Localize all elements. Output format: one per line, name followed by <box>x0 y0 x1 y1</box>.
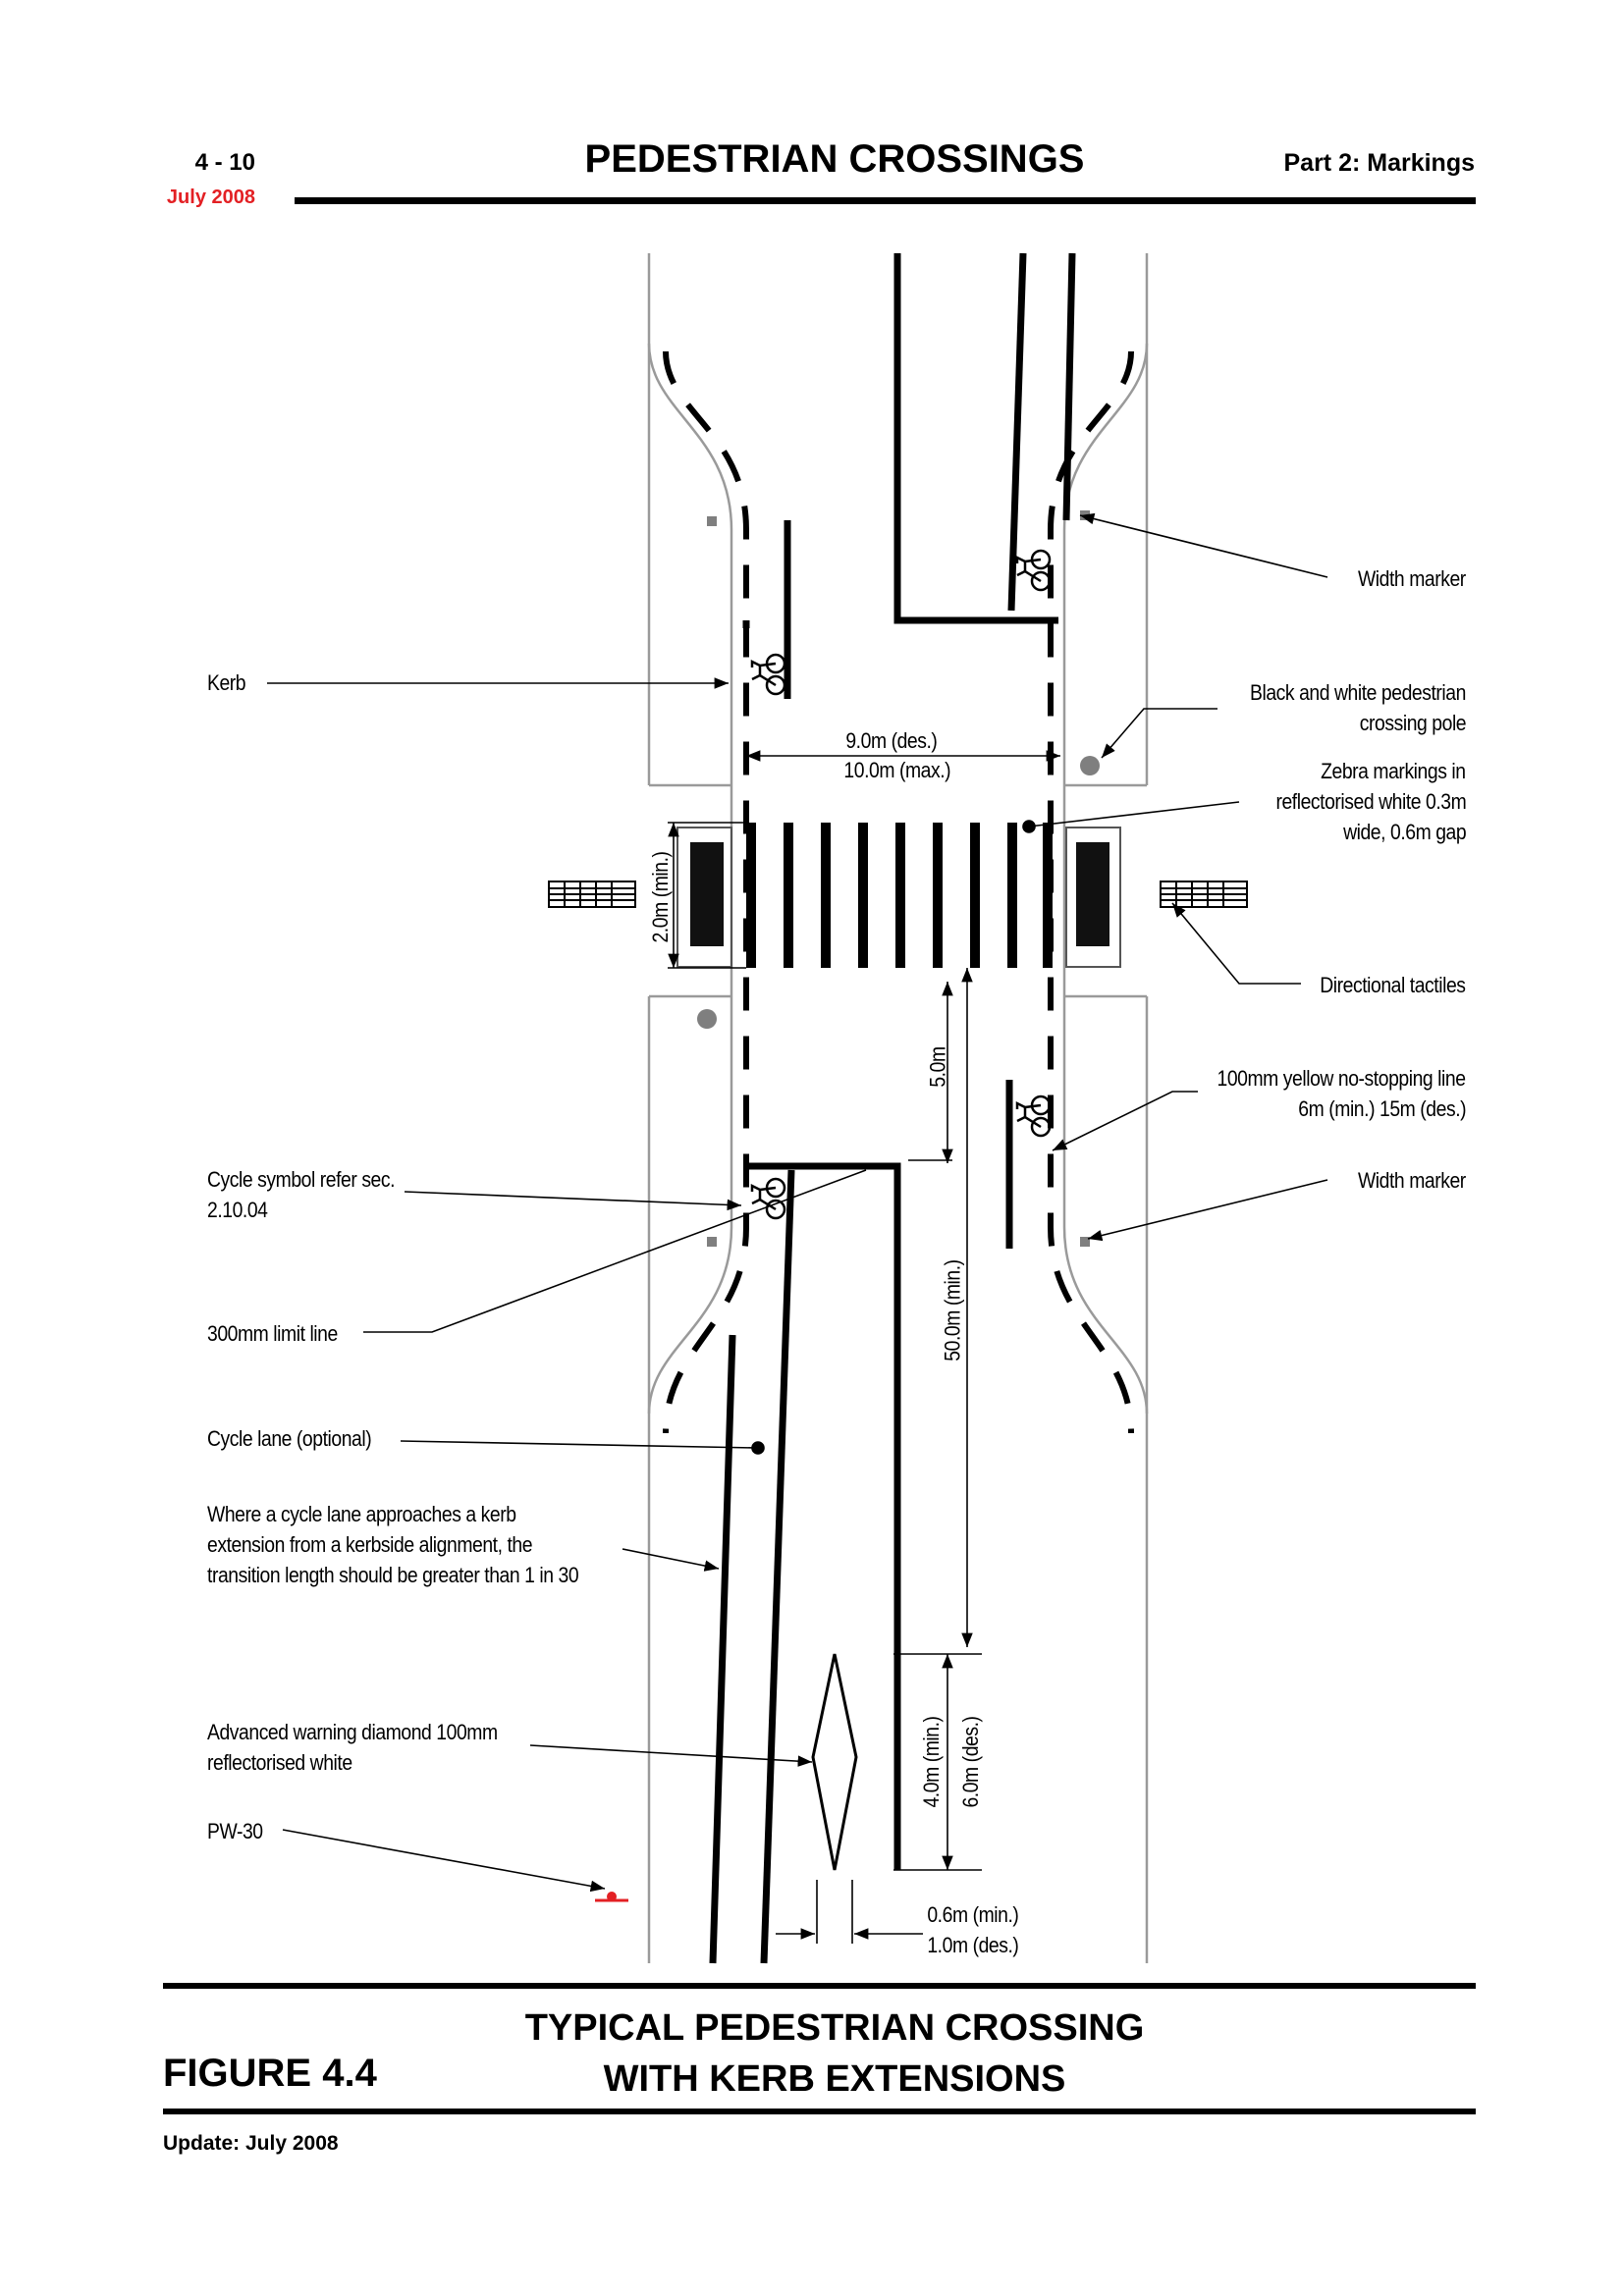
cycle-lane-left <box>709 520 795 1964</box>
caption-rule-bottom <box>163 2109 1476 2114</box>
label-width-marker-top: Width marker <box>1358 566 1466 591</box>
dashed-edge-lines <box>663 350 1134 1434</box>
width-marker <box>707 516 717 526</box>
dim-width-des: 9.0m (des.) <box>845 728 938 753</box>
label-pole-line2: crossing pole <box>1359 711 1467 735</box>
pw30-sign <box>595 1892 628 1902</box>
dim-limit-offset: 5.0m <box>925 1046 950 1088</box>
figure-title-line2: WITH KERB EXTENSIONS <box>603 2058 1066 2100</box>
centre-line-bottom <box>746 1162 901 1870</box>
warning-diamond <box>811 1653 858 1871</box>
dim-diamond-des: 6.0m (des.) <box>957 1716 983 1808</box>
label-kerb: Kerb <box>207 670 246 695</box>
figure-title: TYPICAL PEDESTRIAN CROSSING WITH KERB EX… <box>442 2002 1227 2105</box>
centre-line-top <box>893 253 1058 624</box>
page-title: PEDESTRIAN CROSSINGS <box>584 137 1085 181</box>
label-pw30: PW-30 <box>207 1819 263 1843</box>
part-label: Part 2: Markings <box>1283 149 1475 177</box>
label-cycle-symbol-line1: Cycle symbol refer sec. <box>207 1167 396 1192</box>
header-rule <box>295 197 1476 204</box>
bicycle-symbol <box>1015 1095 1052 1138</box>
bicycle-symbol <box>750 653 786 696</box>
label-zebra-line2: reflectorised white 0.3m <box>1275 789 1466 814</box>
label-tactiles: Directional tactiles <box>1320 973 1467 997</box>
label-transition-line2: extension from a kerbside alignment, the <box>207 1532 533 1557</box>
label-zebra-line3: wide, 0.6m gap <box>1342 820 1467 844</box>
label-pole-line1: Black and white pedestrian <box>1250 680 1466 705</box>
leader-lines <box>267 512 1328 1893</box>
caption-rule-top <box>163 1983 1476 1989</box>
dim-approach: 50.0m (min.) <box>940 1259 965 1362</box>
dim-width-max: 10.0m (max.) <box>843 758 951 782</box>
dim-gap-min: 0.6m (min.) <box>927 1902 1019 1927</box>
label-cycle-lane: Cycle lane (optional) <box>207 1426 372 1451</box>
figure-title-line1: TYPICAL PEDESTRIAN CROSSING <box>524 2007 1145 2049</box>
dim-diamond-min: 4.0m (min.) <box>918 1716 944 1808</box>
label-transition-line1: Where a cycle lane approaches a kerb <box>207 1502 516 1526</box>
width-marker <box>707 1237 717 1247</box>
bicycle-symbol <box>1015 549 1052 592</box>
label-diamond-line2: reflectorised white <box>207 1750 352 1775</box>
cycle-lane-top <box>1007 252 1076 612</box>
directional-tactile-icons <box>548 881 1248 908</box>
label-zebra-line1: Zebra markings in <box>1321 759 1467 783</box>
footpath-boundaries <box>647 253 1149 1963</box>
crossing-pole <box>1080 756 1100 775</box>
footer-update: Update: July 2008 <box>163 2132 339 2155</box>
crossing-pole <box>697 1009 717 1029</box>
dim-crossing-depth: 2.0m (min.) <box>647 851 673 943</box>
page-date: July 2008 <box>166 187 255 208</box>
dim-gap-des: 1.0m (des.) <box>927 1933 1019 1957</box>
label-cycle-symbol-line2: 2.10.04 <box>207 1198 268 1222</box>
label-transition-line3: transition length should be greater than… <box>207 1563 579 1587</box>
tactile-pads <box>676 827 1121 968</box>
zebra-stripes <box>746 823 1053 968</box>
label-width-marker-bottom: Width marker <box>1358 1168 1466 1193</box>
dimension-lines <box>668 750 1060 1944</box>
label-diamond-line1: Advanced warning diamond 100mm <box>207 1720 498 1744</box>
page-number: 4 - 10 <box>194 149 255 176</box>
label-limit-line: 300mm limit line <box>207 1321 338 1346</box>
figure-number: FIGURE 4.4 <box>163 2052 377 2095</box>
label-no-stopping-line1: 100mm yellow no-stopping line <box>1217 1066 1466 1091</box>
bicycle-symbol <box>750 1177 786 1220</box>
width-marker <box>1080 1237 1090 1247</box>
label-no-stopping-line2: 6m (min.) 15m (des.) <box>1298 1096 1466 1121</box>
